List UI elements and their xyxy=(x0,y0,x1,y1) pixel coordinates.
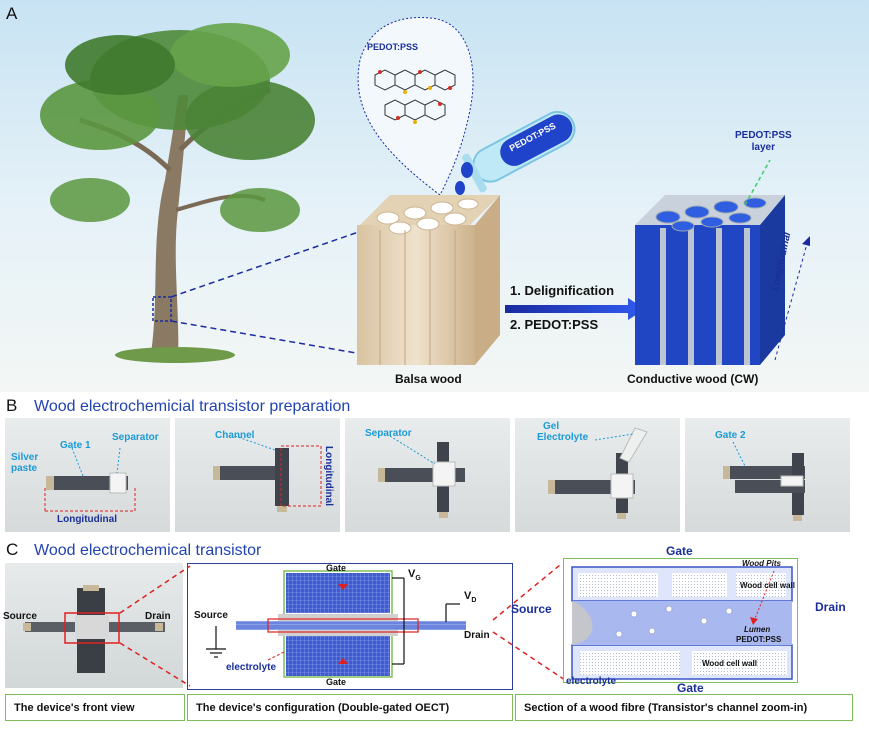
longitudinal-label-b2: Longitudinal xyxy=(323,446,334,506)
vg-sub: G xyxy=(415,575,421,583)
vd-sub: D xyxy=(471,597,477,605)
prep-photo-4: Gel Electrolyte xyxy=(515,418,680,532)
fibre-source-label: Source xyxy=(511,602,552,616)
vg-main: V xyxy=(408,568,416,580)
fibre-electrolyte-label: electrolyte xyxy=(566,676,617,687)
pedot-layer-line2: layer xyxy=(751,142,776,153)
panel-b-title: Wood electrochemicial transistor prepara… xyxy=(34,398,351,415)
separator-label-1: Separator xyxy=(112,432,159,443)
wood-pits-label: Wood Pits xyxy=(742,559,781,568)
panel-a-art xyxy=(40,17,810,365)
gel-label: Gel xyxy=(543,421,560,432)
panel-c-letter: C xyxy=(6,540,19,559)
caption-config: The device's configuration (Double-gated… xyxy=(187,694,513,721)
front-view-photo: Source Drain xyxy=(3,563,183,688)
prep-photo-5-art xyxy=(723,441,805,521)
prep-photo-3: Separator xyxy=(345,418,510,532)
fibre-drain-label: Drain xyxy=(815,600,846,614)
panel-a-letter: A xyxy=(6,4,18,23)
fibre-pedot-label: PEDOT:PSS xyxy=(736,635,782,644)
balsa-wood-block xyxy=(357,195,500,365)
fibre-section-art xyxy=(571,566,793,680)
prep-photo-4-art xyxy=(548,427,648,519)
gate-1-label: Gate 1 xyxy=(60,440,91,451)
config-diagram-art xyxy=(206,570,466,678)
lumen-label: Lumen xyxy=(744,625,771,634)
config-electrolyte-label: electrolyte xyxy=(226,662,277,673)
config-gate-bottom: Gate xyxy=(326,677,347,687)
step-1-label: 1. Delignification xyxy=(510,283,615,298)
config-source-label: Source xyxy=(194,610,228,621)
pedot-molecule-bubble xyxy=(357,17,474,196)
conductive-wood-label: Conductive wood (CW) xyxy=(627,372,759,386)
longitudinal-label-b1: Longitudinal xyxy=(57,514,117,525)
fibre-gate-bottom: Gate xyxy=(677,681,704,695)
gate-2-label: Gate 2 xyxy=(715,430,746,441)
config-drain-label: Drain xyxy=(464,630,490,641)
vd-main: V xyxy=(464,590,472,602)
caption-fibre: Section of a wood fibre (Transistor's ch… xyxy=(515,694,853,721)
panel-b-letter: B xyxy=(6,396,18,415)
front-view-art xyxy=(23,585,165,673)
config-gate-top: Gate xyxy=(326,563,347,573)
prep-photo-5: Gate 2 xyxy=(685,418,850,532)
prep-photo-1: Silver paste Gate 1 Separator Longitudin… xyxy=(5,418,170,532)
process-arrow xyxy=(505,305,630,313)
prep-photo-1-art xyxy=(44,447,136,512)
gel-electrolyte-label: Gel Electrolyte xyxy=(537,421,588,443)
electrolyte-label-b: Electrolyte xyxy=(537,432,589,443)
panel-c-title: Wood electrochemical transistor xyxy=(34,542,262,559)
tree-illustration xyxy=(40,23,315,363)
cell-wall-top-label: Wood cell wall xyxy=(740,581,795,590)
front-source-label: Source xyxy=(3,611,37,622)
pedot-molecule-label: PEDOT:PSS xyxy=(367,42,419,52)
config-diagram: Gate Gate VG VD Source Drain electrolyte xyxy=(187,563,513,690)
pedot-layer-label: PEDOT:PSS layer xyxy=(735,130,792,154)
silver-paste-label: Silver paste xyxy=(11,452,39,474)
cell-wall-bottom-label: Wood cell wall xyxy=(702,659,757,668)
separator-label-3: Separator xyxy=(365,428,412,439)
channel-label: Channel xyxy=(215,430,255,441)
vd-label: VD xyxy=(464,590,476,604)
prep-photo-3-art xyxy=(378,435,465,518)
caption-front-view: The device's front view xyxy=(5,694,185,721)
molecule-structure xyxy=(374,69,456,121)
prep-photo-2-art xyxy=(213,435,322,512)
prep-photo-2: Channel Longitudinal xyxy=(175,418,340,532)
balsa-wood-label: Balsa wood xyxy=(395,372,462,386)
fibre-section: Wood Pits Wood cell wall Wood cell wall … xyxy=(563,558,798,683)
front-drain-label: Drain xyxy=(145,611,171,622)
panel-a: A PEDOT:PSS PEDOT:PSS Balsa wood 1. Deli… xyxy=(0,0,869,392)
step-2-label: 2. PEDOT:PSS xyxy=(510,317,599,332)
conductive-wood-block xyxy=(635,195,785,365)
fibre-gate-top: Gate xyxy=(666,544,693,558)
vg-label: VG xyxy=(408,568,421,582)
trunk-zoom-box xyxy=(152,296,172,322)
pedot-layer-line1: PEDOT:PSS xyxy=(735,130,792,141)
